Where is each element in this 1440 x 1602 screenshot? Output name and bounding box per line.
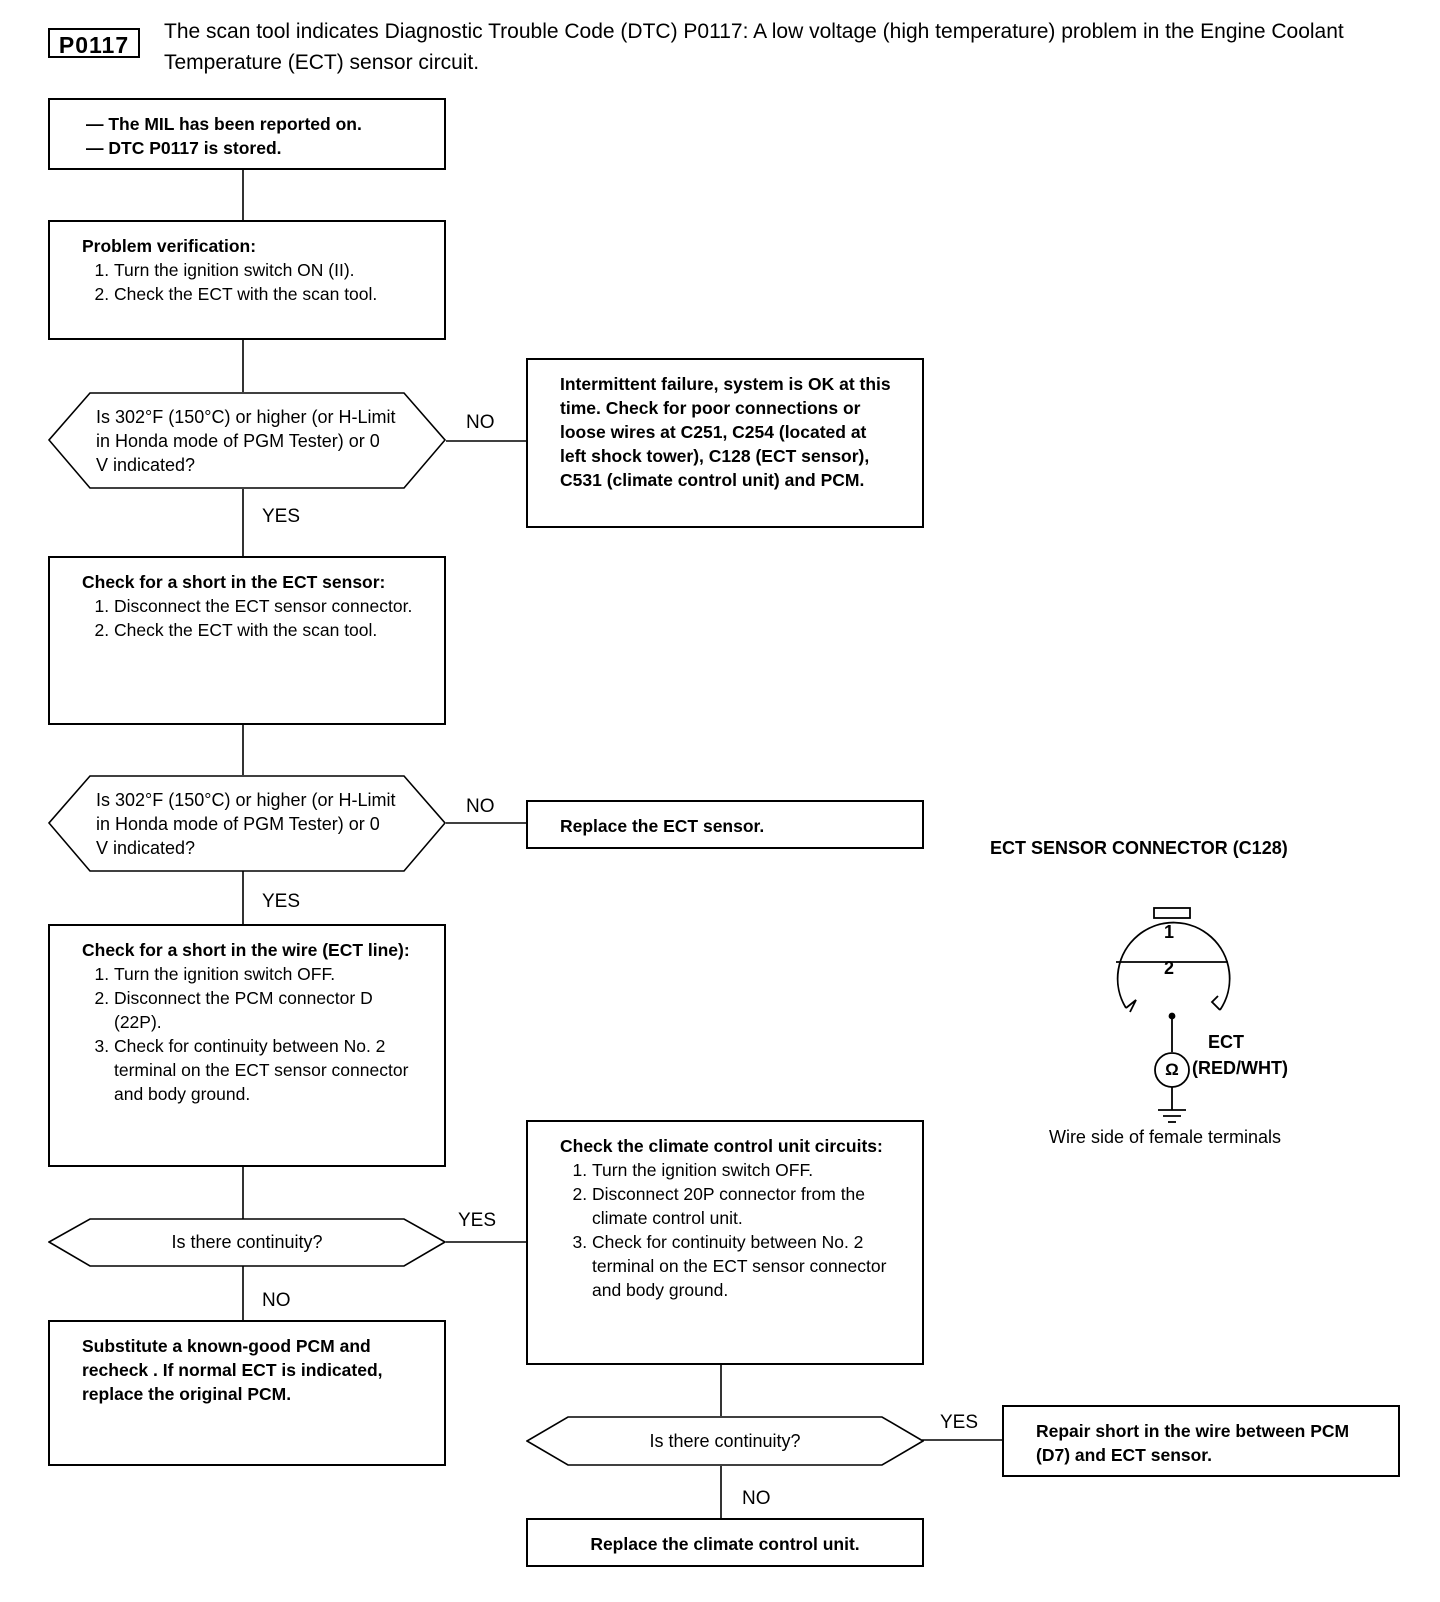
decision-text: Is there continuity? [649,1431,801,1451]
ohm-icon: Ω [1165,1060,1179,1079]
decision-continuity-1: Is there continuity? [48,1218,446,1267]
step: Check the ECT with the scan tool. [114,282,424,306]
replace-sensor-text: Replace the ECT sensor. [560,816,765,836]
start-box: — The MIL has been reported on. — DTC P0… [48,98,446,170]
decision-continuity-2: Is there continuity? [526,1416,924,1466]
substitute-pcm-box: Substitute a known-good PCM and recheck … [48,1320,446,1466]
check-sensor-short-box: Check for a short in the ECT sensor: Dis… [48,556,446,725]
no-label: NO [742,1488,771,1509]
dtc-description: The scan tool indicates Diagnostic Troub… [164,20,1344,74]
yes-label: YES [262,506,301,527]
pin-1-label: 1 [1164,922,1175,942]
step: Disconnect the ECT sensor connector. [114,594,422,618]
decision-text: Is 302°F (150°C) or higher (or H-Limit i… [96,790,396,858]
yes-label: YES [458,1210,497,1231]
check-wire-short-title: Check for a short in the wire (ECT line)… [82,940,410,960]
connector-diagram [1116,907,1231,1123]
replace-sensor-box: Replace the ECT sensor. [526,800,924,849]
no-label: NO [466,796,495,817]
step: Disconnect 20P connector from the climat… [592,1182,900,1230]
step: Turn the ignition switch ON (II). [114,258,424,282]
decision-ect-reading-1: Is 302°F (150°C) or higher (or H-Limit i… [48,392,446,489]
climate-control-check-box: Check the climate control unit circuits:… [526,1120,924,1365]
problem-verification-title: Problem verification: [82,236,257,256]
no-label: NO [262,1290,291,1311]
problem-verification-box: Problem verification: Turn the ignition … [48,220,446,340]
replace-climate-unit-box: Replace the climate control unit. [526,1518,924,1567]
decision-shape [48,1218,446,1267]
wire-name-label: ECT [1208,1032,1244,1052]
connector-key-tab [1153,907,1191,919]
pin-2-label: 2 [1164,958,1175,978]
decision-ect-reading-2: Is 302°F (150°C) or higher (or H-Limit i… [48,775,446,872]
yes-label: YES [262,891,301,912]
connector-caption: Wire side of female terminals [1048,1127,1282,1147]
dtc-code-badge: P0117 [48,28,140,58]
check-sensor-short-title: Check for a short in the ECT sensor: [82,572,386,592]
check-wire-short-box: Check for a short in the wire (ECT line)… [48,924,446,1167]
decision-shape [48,392,446,489]
decision-text: Is there continuity? [171,1232,323,1252]
start-line-mil: — The MIL has been reported on. [86,114,362,134]
step: Check for continuity between No. 2 termi… [114,1034,422,1106]
pin-2-terminal-dot [1168,1012,1176,1020]
decision-shape [526,1416,924,1466]
start-line-dtc: — DTC P0117 is stored. [86,138,282,158]
connector-housing [1116,921,1231,1011]
no-label: NO [466,412,495,433]
intermittent-failure-text: Intermittent failure, system is OK at th… [560,374,891,490]
decision-text: Is 302°F (150°C) or higher (or H-Limit i… [96,407,396,475]
yes-label: YES [940,1412,979,1433]
step: Turn the ignition switch OFF. [592,1158,900,1182]
repair-short-text: Repair short in the wire between PCM (D7… [1036,1421,1350,1465]
step: Check for continuity between No. 2 termi… [592,1230,900,1302]
decision-shape [48,775,446,872]
climate-control-check-title: Check the climate control unit circuits: [560,1136,883,1156]
intermittent-failure-box: Intermittent failure, system is OK at th… [526,358,924,528]
wire-color-label: (RED/WHT) [1192,1058,1288,1078]
step: Turn the ignition switch OFF. [114,962,422,986]
substitute-pcm-text: Substitute a known-good PCM and recheck … [82,1336,383,1404]
replace-climate-unit-text: Replace the climate control unit. [590,1534,860,1554]
step: Disconnect the PCM connector D (22P). [114,986,422,1034]
repair-short-box: Repair short in the wire between PCM (D7… [1002,1405,1400,1477]
step: Check the ECT with the scan tool. [114,618,422,642]
connector-title: ECT SENSOR CONNECTOR (C128) [990,838,1288,858]
